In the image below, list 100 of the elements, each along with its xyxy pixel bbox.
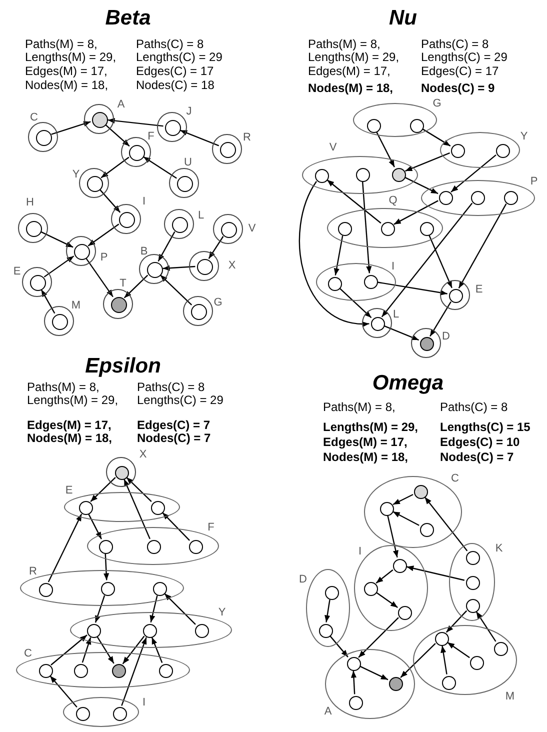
arrow <box>447 642 470 658</box>
graph-node <box>449 289 463 303</box>
cluster-label: X <box>139 450 147 460</box>
arrow <box>90 477 116 502</box>
arrow <box>108 118 164 127</box>
statistic-text: Paths(C) = 8 <box>136 38 204 50</box>
graph-node <box>197 259 213 275</box>
cluster-label: C <box>451 474 459 484</box>
graph-node <box>189 540 203 554</box>
arrow <box>440 646 448 674</box>
graph-node <box>92 112 108 128</box>
arrow <box>450 154 496 192</box>
arrow <box>105 124 130 147</box>
graph-node <box>177 176 193 192</box>
arrow <box>381 202 473 318</box>
node-cluster-ellipse <box>316 263 396 301</box>
graph-node <box>79 501 93 515</box>
arrow <box>88 224 120 246</box>
cluster-label: E <box>13 266 21 278</box>
cluster-label: I <box>358 546 362 558</box>
arrow <box>360 666 388 680</box>
cluster-label: Y <box>218 608 226 618</box>
cluster-label: F <box>208 522 214 534</box>
arrow <box>151 637 163 663</box>
arrow <box>406 566 465 581</box>
graph-node <box>364 582 378 596</box>
panel-title: Epsilon <box>85 356 161 376</box>
cluster-label: L <box>392 310 400 320</box>
cluster-label: V <box>248 224 256 234</box>
statistic-text: Nodes(C) = 7 <box>137 432 211 444</box>
node-cluster-ellipse <box>354 545 428 631</box>
graph-node <box>99 540 113 554</box>
graph-node <box>315 169 329 183</box>
arrow <box>424 496 468 552</box>
cluster-label: A <box>324 706 332 718</box>
cluster-label: T <box>120 278 126 290</box>
statistic-text: Lengths(C) = 29 <box>421 51 508 63</box>
graph-node <box>325 586 339 600</box>
graph-node <box>328 277 342 291</box>
graph-node <box>347 657 361 671</box>
graph-node <box>381 222 395 236</box>
graph-node <box>435 632 449 646</box>
cluster-label: H <box>26 198 34 208</box>
arrow <box>394 200 438 225</box>
graph-node <box>119 212 135 228</box>
arrow <box>143 156 177 179</box>
graph-node <box>30 275 46 291</box>
arrow <box>476 611 496 642</box>
arrow <box>387 515 398 558</box>
graph-node <box>74 664 88 678</box>
graph-node <box>36 130 52 146</box>
cluster-label: U <box>184 158 192 168</box>
graph-node <box>101 582 115 596</box>
graph-node <box>380 502 394 516</box>
graph-node <box>112 664 126 678</box>
arrow <box>126 477 152 502</box>
arrow <box>334 236 344 276</box>
arrow <box>298 181 370 326</box>
graph-node <box>191 304 207 320</box>
arrow <box>378 282 448 296</box>
arrow <box>124 478 150 540</box>
graph-node <box>147 262 163 278</box>
arrow <box>51 121 91 135</box>
arrow <box>458 204 507 288</box>
graph-node <box>410 119 424 133</box>
statistic-text: Paths(M) = 8, <box>308 38 380 50</box>
graph-node <box>389 677 403 691</box>
arrow <box>162 512 190 541</box>
cluster-label: Y <box>72 170 80 180</box>
arrow <box>164 593 196 625</box>
arrow <box>96 636 114 664</box>
graph-node <box>39 664 53 678</box>
arrow <box>358 617 399 658</box>
graph-node <box>165 120 181 136</box>
graph-node <box>220 142 236 158</box>
cluster-label: G <box>432 98 442 110</box>
arrow <box>160 274 192 306</box>
statistic-text: Lengths(C) = 29 <box>136 51 222 63</box>
graph-node <box>87 624 101 638</box>
panel-title: Nu <box>389 8 417 28</box>
arrow <box>376 592 398 608</box>
graph-node <box>151 501 165 515</box>
arrow <box>104 554 110 580</box>
graph-node <box>439 191 453 205</box>
statistic-text: Nodes(M) = 18, <box>25 79 108 91</box>
arrow <box>99 189 121 213</box>
statistic-text: Paths(C) = 8 <box>440 401 508 413</box>
arrow <box>428 234 452 288</box>
statistic-text: Edges(M) = 17, <box>323 436 408 448</box>
statistic-text: Nodes(C) = 9 <box>421 82 495 94</box>
graph-node <box>26 221 42 237</box>
graph-node <box>466 599 480 613</box>
statistic-text: Nodes(C) = 7 <box>440 451 514 463</box>
graph-node <box>451 144 465 158</box>
arrow <box>362 182 372 274</box>
arrow <box>339 288 372 318</box>
cluster-label: D <box>299 574 307 586</box>
graph-node <box>115 466 129 480</box>
cluster-label: Y <box>520 132 528 142</box>
statistic-text: Nodes(M) = 18, <box>27 432 112 444</box>
